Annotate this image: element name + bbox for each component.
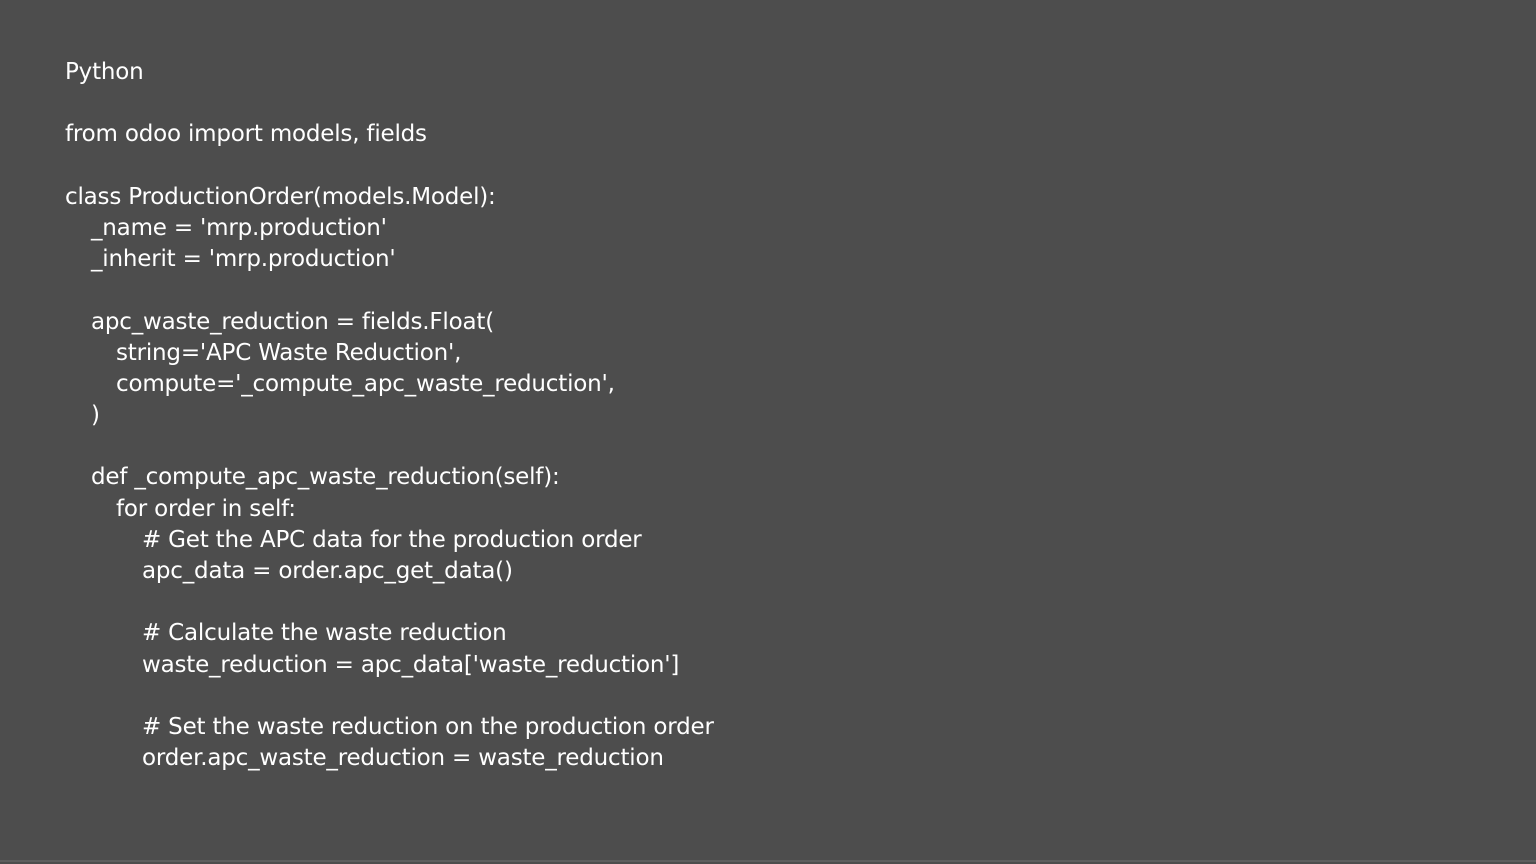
code-line-comment-set: # Set the waste reduction on the product… (142, 713, 714, 740)
code-line-field-close: ) (91, 402, 100, 429)
code-line-for-loop: for order in self: (116, 495, 296, 522)
code-line-blank (65, 151, 714, 182)
code-line-set: order.apc_waste_reduction = waste_reduct… (142, 745, 664, 772)
code-line-method-def: def _compute_apc_waste_reduction(self): (91, 464, 560, 491)
code-snippet: Python from odoo import models, fields c… (65, 57, 714, 774)
code-line-blank (65, 587, 714, 618)
code-line-class-def: class ProductionOrder(models.Model): (65, 183, 496, 210)
code-line-import: from odoo import models, fields (65, 121, 427, 148)
language-label: Python (65, 59, 144, 85)
code-line-comment-get-data: # Get the APC data for the production or… (142, 526, 642, 553)
code-line-blank (65, 431, 714, 462)
code-line-field-def: apc_waste_reduction = fields.Float( (91, 308, 494, 335)
code-line-field-compute: compute='_compute_apc_waste_reduction', (116, 370, 615, 397)
bottom-border (0, 860, 1536, 862)
code-line-name-attr: _name = 'mrp.production' (91, 214, 387, 241)
code-line-blank (65, 275, 714, 306)
code-line-inherit-attr: _inherit = 'mrp.production' (91, 246, 396, 273)
code-line-field-string: string='APC Waste Reduction', (116, 339, 462, 366)
code-line-get-data: apc_data = order.apc_get_data() (142, 558, 513, 584)
code-line-comment-calculate: # Calculate the waste reduction (142, 620, 507, 647)
code-line-blank (65, 681, 714, 712)
code-line-calculate: waste_reduction = apc_data['waste_reduct… (142, 651, 680, 678)
